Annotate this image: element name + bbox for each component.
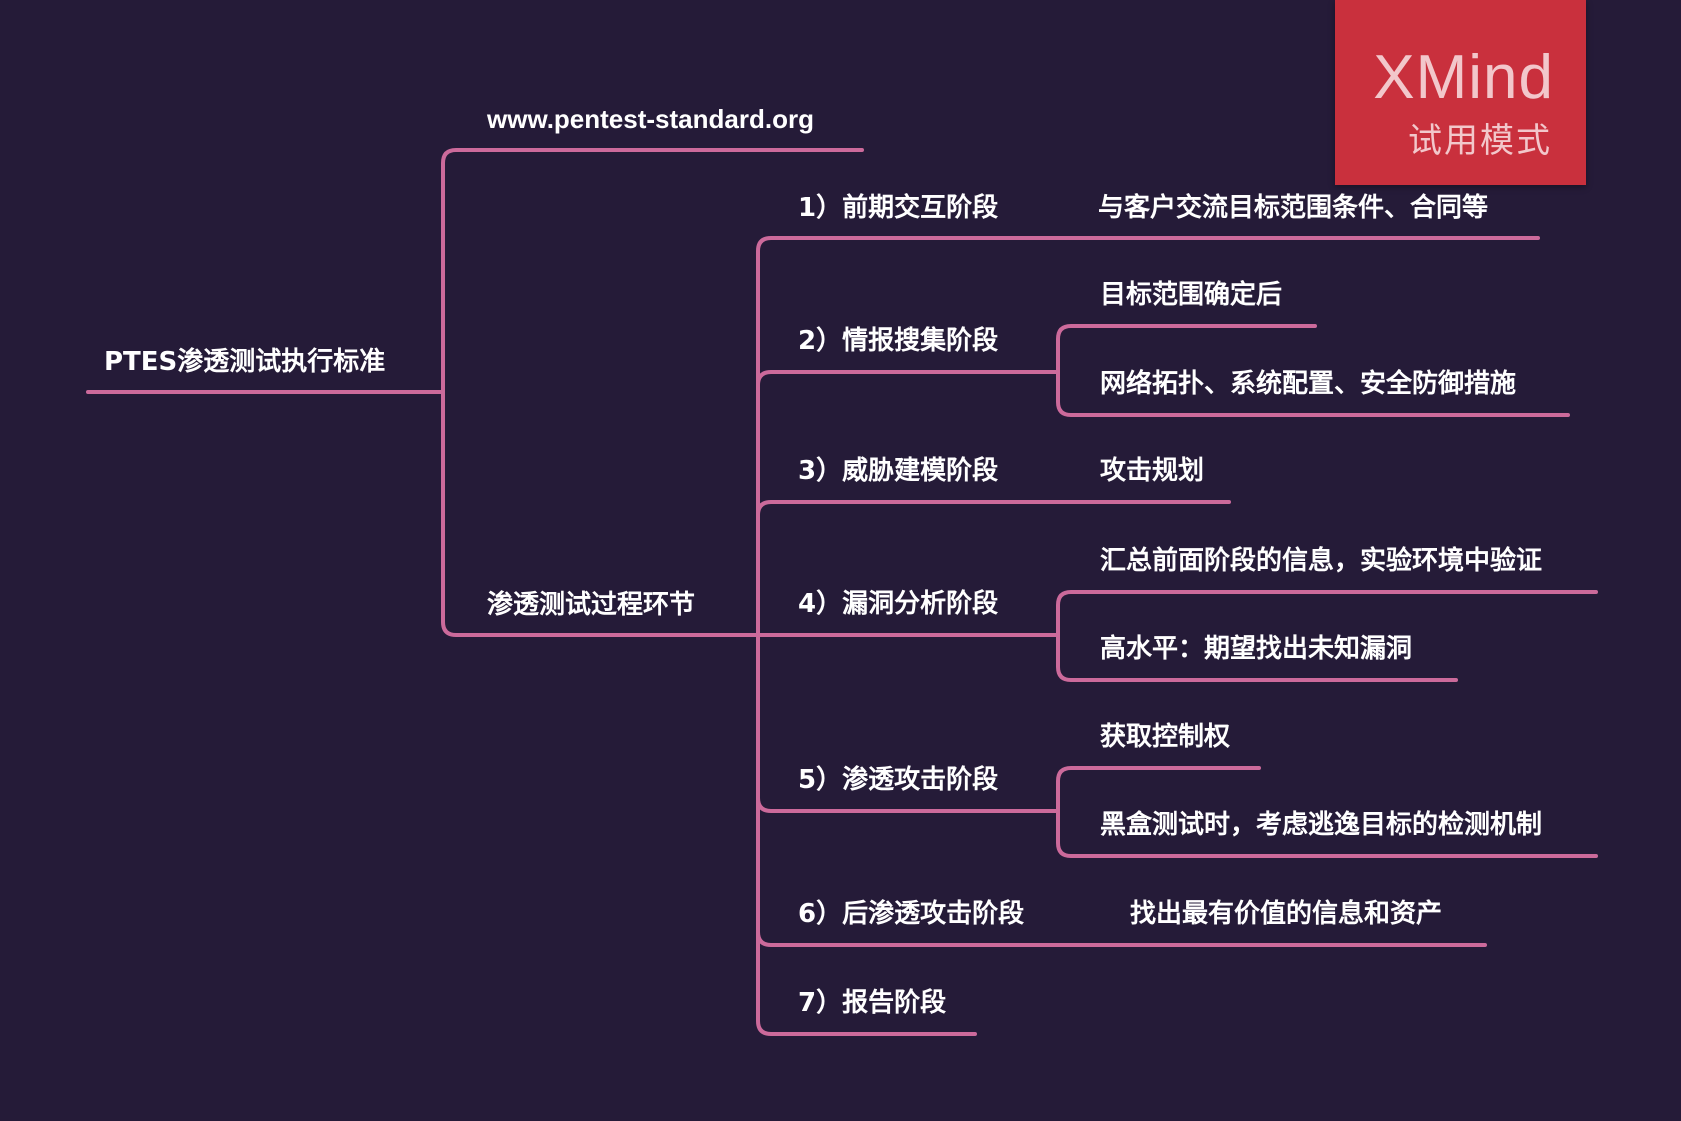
connector-stage-5-detail-1 <box>1056 766 1261 813</box>
trial-mode-label: 试用模式 <box>1408 121 1552 161</box>
root-topic: PTES渗透测试执行标准 <box>104 346 385 377</box>
stage-2-detail-2: 网络拓扑、系统配置、安全防御措施 <box>1100 368 1516 399</box>
xmind-logo-text: XMind <box>1373 43 1554 112</box>
connector-stage-5-detail-2 <box>1056 809 1598 858</box>
stage-4-detail-2: 高水平：期望找出未知漏洞 <box>1100 633 1412 664</box>
connector-root-to-url <box>441 148 864 394</box>
connector-stage-2-detail-2 <box>1056 370 1570 417</box>
stage-4-topic: 4）漏洞分析阶段 <box>798 588 998 619</box>
connector-stage-2 <box>756 370 1060 637</box>
stage-7-topic: 7）报告阶段 <box>798 987 946 1018</box>
stage-5-topic: 5）渗透攻击阶段 <box>798 764 998 795</box>
connector-stage-4-detail-2 <box>1056 633 1458 682</box>
stage-4-detail-1: 汇总前面阶段的信息，实验环境中验证 <box>1100 545 1542 576</box>
stage-6-detail-1: 找出最有价值的信息和资产 <box>1130 898 1442 929</box>
connector-stage-4-detail-1 <box>1056 590 1598 637</box>
stage-3-topic: 3）威胁建模阶段 <box>798 455 998 486</box>
connector-stage-3 <box>756 500 1231 637</box>
stage-5-detail-2: 黑盒测试时，考虑逃逸目标的检测机制 <box>1100 809 1542 840</box>
stage-6-topic: 6）后渗透攻击阶段 <box>798 898 1024 929</box>
connector-root-to-process <box>441 390 760 637</box>
stage-2-topic: 2）情报搜集阶段 <box>798 325 998 356</box>
connector-stage-1 <box>756 236 1540 637</box>
connector-stage-2-detail-1 <box>1056 324 1317 374</box>
xmind-trial-badge: XMind 试用模式 <box>1335 0 1586 185</box>
stage-3-detail-1: 攻击规划 <box>1100 456 1204 486</box>
stage-2-detail-1: 目标范围确定后 <box>1100 279 1282 310</box>
connector-stage-7 <box>756 633 977 1036</box>
process-topic: 渗透测试过程环节 <box>487 589 695 620</box>
stage-1-detail-1: 与客户交流目标范围条件、合同等 <box>1098 192 1488 223</box>
stage-5-detail-1: 获取控制权 <box>1100 722 1230 752</box>
stage-1-topic: 1）前期交互阶段 <box>798 192 998 223</box>
url-topic: www.pentest-standard.org <box>486 104 814 134</box>
